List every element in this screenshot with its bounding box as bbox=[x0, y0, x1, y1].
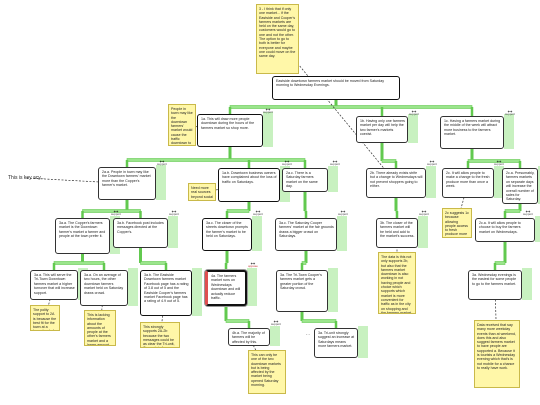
link-bar-10 bbox=[140, 261, 167, 265]
support-flag-9-1 bbox=[128, 268, 138, 306]
support-flag-8-0 bbox=[535, 216, 540, 242]
score-tag-4a: ++oppose bbox=[248, 261, 258, 269]
score-tag-2c: ++support bbox=[330, 159, 341, 167]
reason-1c[interactable]: 1c. Having a farmers market during the m… bbox=[440, 116, 504, 149]
score-tag-1b: ++support bbox=[409, 109, 420, 117]
key-label: This is key acy... bbox=[8, 175, 45, 181]
score-tag-1a: ++support bbox=[263, 107, 274, 115]
objection-4a-traffic[interactable]: 4a. The farmers market runs on Wednesday… bbox=[205, 270, 247, 306]
score-tag-2d: ++support bbox=[427, 159, 438, 167]
score-tag-2e: ++support bbox=[494, 159, 505, 167]
support-flag-2-0 bbox=[426, 166, 436, 198]
support-flag-1-2 bbox=[328, 166, 338, 192]
note-need-sources[interactable]: Need more real sources beyond social med… bbox=[188, 183, 216, 201]
score-tag-3c: ++support bbox=[253, 209, 264, 217]
support-flag-7-0 bbox=[418, 216, 428, 248]
support-flag-0-1 bbox=[408, 114, 418, 143]
note-2c-suggests[interactable]: 2c suggests 1c because allowing people a… bbox=[442, 208, 472, 238]
support-flag-5-0 bbox=[252, 216, 262, 251]
reason-4-facebook-rating[interactable]: 3a.b. The Eastside Downtown farmers mark… bbox=[140, 270, 192, 316]
reason-2c-a-top[interactable]: 2c.a. Presumably, farmers markets on sep… bbox=[502, 168, 538, 204]
reason-4-cooper-crowd[interactable]: 3a. The Tri-Town Cooper's farmers market… bbox=[276, 270, 328, 312]
reason-4-wednesday[interactable]: 3a. Wednesday evenings is the easiest fo… bbox=[468, 270, 522, 300]
link-bar-15 bbox=[301, 319, 337, 323]
reason-1b[interactable]: 1b. Having only one farmers market per d… bbox=[356, 116, 408, 143]
support-flag-3-0 bbox=[494, 166, 504, 198]
reason-3a-b[interactable]: 3a.b. Facebook post includes messages di… bbox=[113, 218, 168, 248]
reason-2c-a[interactable]: 2c.a. It will allow people to choose to … bbox=[475, 218, 535, 242]
reason-1a[interactable]: 1a. This will draw more people downtown … bbox=[197, 114, 263, 147]
reason-3a-a[interactable]: 3a.a. The Copper's farmers market is the… bbox=[55, 218, 110, 254]
note-left-comment[interactable]: People in town may like the downtown far… bbox=[168, 104, 196, 146]
reason-3a-c-cooper[interactable]: 3a.c. The Saturday Cooper farmers' marke… bbox=[275, 218, 337, 251]
note-data-supports[interactable]: The data is this not only supports 2b, b… bbox=[378, 252, 416, 314]
link-bar-14 bbox=[225, 319, 250, 323]
score-tag-3d: ++support bbox=[338, 209, 349, 217]
support-flag-0-0 bbox=[263, 112, 273, 147]
score-tag-2b: ++support bbox=[282, 159, 293, 167]
score-tag-2a: ++support bbox=[157, 159, 168, 167]
support-flag-0-2 bbox=[504, 114, 514, 149]
reason-2b[interactable]: 2b. There already exists strife but a ch… bbox=[366, 168, 426, 198]
note-lacking-info[interactable]: This is lacking information about the am… bbox=[84, 310, 116, 346]
score-tag-3b: ++support bbox=[169, 209, 180, 217]
support-flag-12-0 bbox=[328, 268, 338, 312]
reason-2c[interactable]: 2c. It will allow people to make a chang… bbox=[442, 168, 494, 198]
reason-4-average[interactable]: 3a.a. On an average of two hours, the ot… bbox=[80, 270, 128, 306]
link-bar-2 bbox=[381, 159, 397, 163]
reason-3b[interactable]: 3b. The closer of the farmers market wil… bbox=[376, 218, 418, 248]
support-flag-15-0 bbox=[358, 326, 368, 358]
note-link-10 bbox=[26, 177, 128, 184]
claim-root[interactable]: Eastside downtown farmers market should … bbox=[272, 76, 400, 100]
reason-5-tri-unit[interactable]: 3a. Tri-unit strongly suggest an increas… bbox=[314, 328, 358, 358]
dash-marker: - - bbox=[306, 331, 310, 336]
score-tag-5a: ++support bbox=[271, 319, 282, 327]
support-flag-13-0 bbox=[522, 268, 532, 300]
support-flag-1-0 bbox=[156, 165, 166, 200]
score-tag-3a: ++support bbox=[111, 209, 122, 217]
support-flag-4-1 bbox=[168, 216, 178, 248]
score-tag-3e: ++support bbox=[419, 209, 430, 217]
reason-4-tritown[interactable]: 3a.a. This will serve the Tri-Town Downt… bbox=[30, 270, 78, 300]
link-bar-1 bbox=[126, 158, 306, 162]
reason-4b-a-majority[interactable]: 4b.a. The majority of farmers will be af… bbox=[228, 328, 270, 346]
support-flag-10-0 bbox=[192, 268, 202, 316]
reason-2a-c[interactable]: 2a.c. There is a Saturday farmers market… bbox=[282, 168, 328, 192]
reason-1a-b[interactable]: 1a.b. Downtown business owners have comp… bbox=[218, 168, 280, 202]
support-flag-14-0 bbox=[270, 326, 280, 346]
link-bar-8 bbox=[504, 209, 521, 213]
note-data-received[interactable]: Data received that say many more weekday… bbox=[474, 320, 520, 388]
support-flag-6-0 bbox=[337, 216, 347, 251]
note-polity[interactable]: The polity support to 2A is because the … bbox=[30, 305, 60, 331]
note-one-of-two[interactable]: This can only be one of the two downtown… bbox=[248, 350, 286, 394]
link-bar-13 bbox=[494, 261, 506, 265]
score-tag-1c: ++support bbox=[505, 109, 516, 117]
link-bar-9 bbox=[53, 261, 105, 265]
note-strongly-supports[interactable]: This strongly supports 2A-2b because the… bbox=[140, 322, 180, 348]
note-link-0 bbox=[277, 38, 397, 184]
score-tag-3f: ++support bbox=[523, 209, 534, 217]
reason-2a-a[interactable]: 2a.a. People in town may like the Downto… bbox=[98, 167, 156, 200]
note-top-comment[interactable]: 3 - I think that if only one market... i… bbox=[256, 4, 299, 74]
link-bar-5 bbox=[226, 209, 250, 213]
reason-3a-c-closure[interactable]: 3a.c. The closer of the streets downtown… bbox=[202, 218, 252, 251]
support-flag-11-0 bbox=[247, 268, 257, 306]
